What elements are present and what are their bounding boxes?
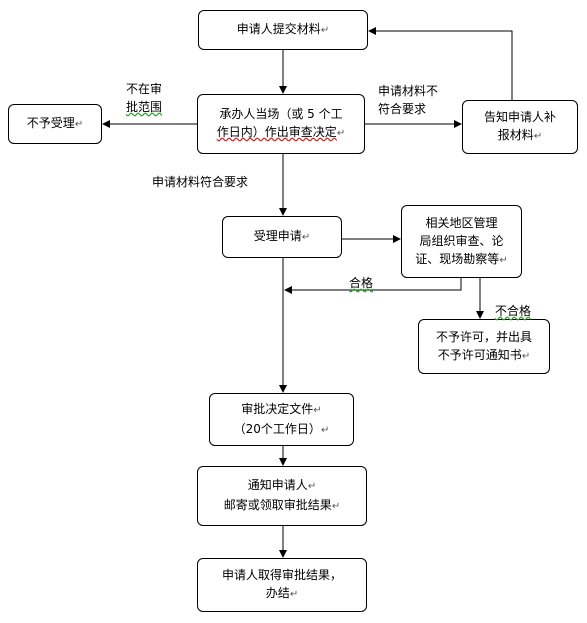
arrow-org-review-qualified xyxy=(284,278,462,294)
node-notify-supplement: 告知申请人补 报材料↵ xyxy=(462,100,578,154)
label-qualified: 合格 xyxy=(349,276,374,290)
node-accept-application: 受理申请↵ xyxy=(222,216,342,258)
node-review-line2: 作日内）作出审查决定 xyxy=(216,125,337,139)
label-out-of-scope: 不在审 批范围 xyxy=(126,82,163,114)
node-decision-document: 审批决定文件↵ （20个工作日）↵ xyxy=(209,393,354,446)
node-submit-materials: 申请人提交材料↵ xyxy=(198,10,368,50)
label-conforming: 申请材料符合要求 xyxy=(152,175,249,189)
node-finish: 申请人取得审批结果， 办结↵ xyxy=(197,558,367,612)
node-review-line1: 承办人当场（或 5 个工 xyxy=(219,107,343,121)
node-review-decision: 承办人当场（或 5 个工 作日内）作出审查决定↵ xyxy=(197,94,365,154)
label-nonconforming: 申请材料不 符合要求 xyxy=(378,84,439,116)
node-org-review: 相关地区管理 局组织审查、论 证、现场勘察等↵ xyxy=(401,205,522,278)
label-unqualified: 不合格 xyxy=(495,304,532,318)
node-deny-permit: 不予许可，并出具 不予许可通知书↵ xyxy=(418,319,550,374)
node-no-accept: 不予受理↵ xyxy=(8,104,102,144)
node-notify-applicant: 通知申请人↵ 邮寄或领取审批结果↵ xyxy=(197,466,367,526)
arrow-supplement-to-submit xyxy=(368,27,513,100)
